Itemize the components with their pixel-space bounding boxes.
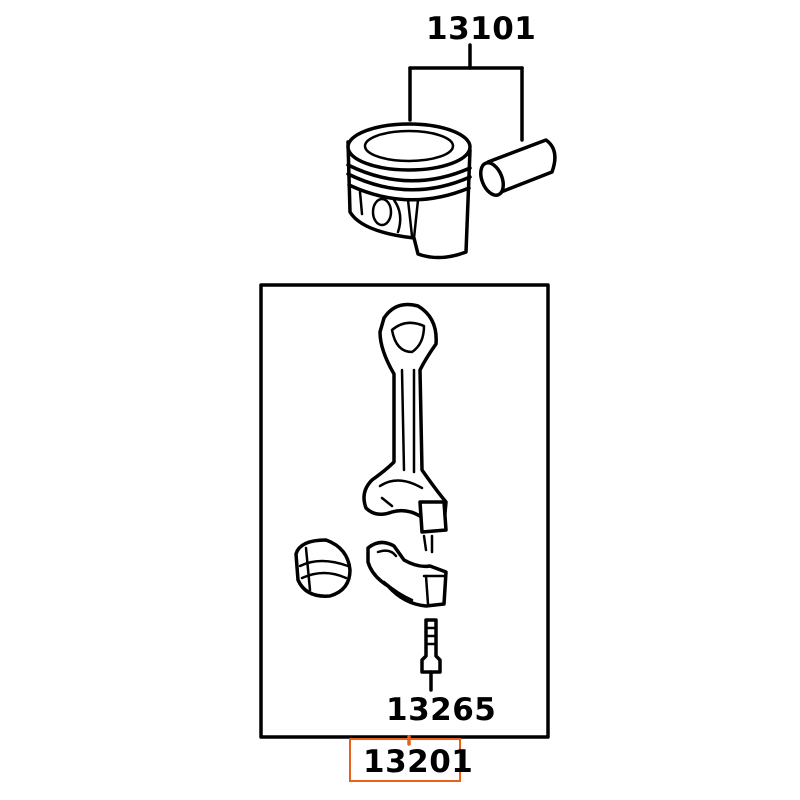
piston-illustration[interactable] (346, 122, 472, 260)
bolt-part-number[interactable]: 13265 (386, 692, 497, 728)
bolt-illustration[interactable] (420, 618, 442, 692)
bearing-shell-illustration[interactable] (294, 538, 352, 598)
rod-cap-illustration[interactable] (366, 540, 448, 608)
piston-pin-illustration[interactable] (476, 138, 557, 199)
connecting-rod-illustration[interactable] (362, 302, 448, 554)
connecting-rod-frame (259, 283, 550, 739)
piston-leader-bracket (408, 43, 524, 142)
connecting-rod-part-number[interactable]: 13201 (363, 744, 474, 780)
selected-part-highlight (349, 738, 461, 782)
piston-part-number[interactable]: 13101 (426, 11, 537, 47)
